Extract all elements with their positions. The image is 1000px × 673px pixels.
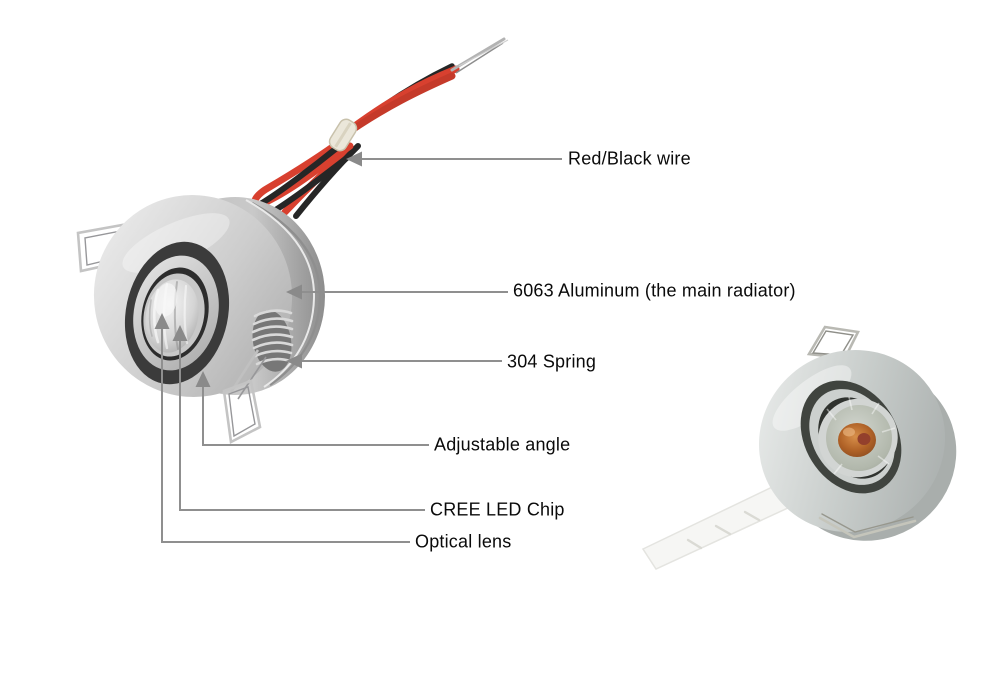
- mounting-clip-bottom: [222, 379, 262, 445]
- label-adjustable-angle: Adjustable angle: [434, 434, 571, 455]
- label-aluminum-body: 6063 Aluminum (the main radiator): [513, 280, 796, 301]
- arrowhead-cree-led-chip: [172, 325, 188, 341]
- label-red-black-wire: Red/Black wire: [568, 148, 691, 169]
- body-seam-highlight: [245, 199, 316, 388]
- label-cree-led-chip: CREE LED Chip: [430, 499, 565, 520]
- lens-highlight: [154, 283, 178, 317]
- arrowhead-red-black-wire: [346, 151, 362, 167]
- arrowhead-optical-lens: [154, 313, 170, 329]
- led-chip-core: [857, 433, 871, 445]
- mounting-clip-bottom-secondary: [818, 513, 917, 539]
- leader-adjustable-angle: [202, 386, 429, 446]
- leader-cree-led-chip: [179, 340, 425, 511]
- leader-lines: [161, 158, 562, 543]
- wire-bundle: [244, 37, 509, 226]
- lens-facets-secondary: [826, 396, 896, 475]
- spring-coil: [229, 309, 294, 400]
- label-spring: 304 Spring: [507, 351, 597, 372]
- secondary-downlight-photo: [641, 325, 957, 570]
- arrowhead-adjustable-angle: [195, 371, 211, 387]
- arrowhead-aluminum: [286, 284, 302, 300]
- arrowhead-spring: [286, 353, 302, 369]
- black-wire-strand: [293, 143, 361, 219]
- label-optical-lens: Optical lens: [415, 531, 512, 552]
- wire-tie-band: [328, 118, 358, 152]
- spring-arm: [229, 349, 260, 393]
- red-wire-upper-2: [342, 72, 456, 138]
- spring-arm-2: [237, 356, 267, 400]
- arrowheads: [154, 151, 362, 387]
- led-chip-highlight: [843, 427, 855, 437]
- leader-optical-lens: [161, 328, 410, 543]
- bare-wire-tip: [450, 37, 509, 74]
